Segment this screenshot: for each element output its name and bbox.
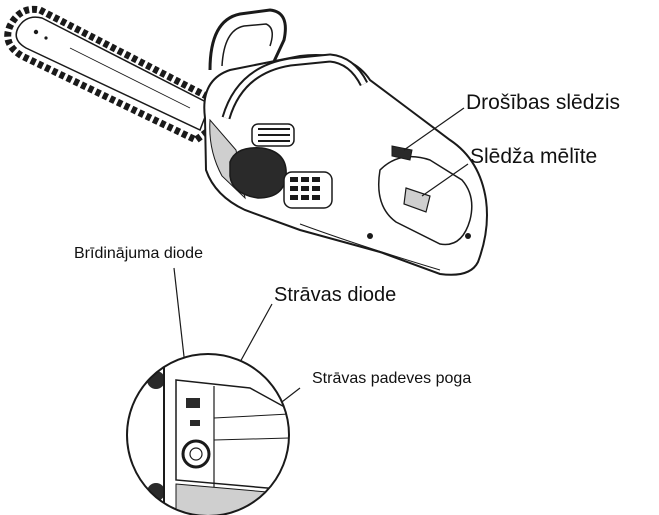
trigger-leader — [421, 163, 469, 197]
warning-led-label: Brīdinājuma diode — [74, 245, 203, 262]
lower-vent — [283, 171, 333, 209]
trigger-label: Slēdža mēlīte — [470, 145, 598, 168]
power-led-label: Strāvas diode — [274, 284, 397, 306]
power-button-label: Strāvas padeves poga — [312, 370, 472, 387]
saw-body — [203, 8, 488, 276]
safety-switch-label: Drošības slēdzis — [466, 91, 621, 114]
upper-vent — [251, 123, 295, 147]
detail-zoom — [126, 353, 290, 515]
warning-led-mark — [186, 398, 200, 408]
power-led-mark — [190, 420, 200, 426]
safety-switch-leader — [403, 107, 465, 151]
guide-bar — [4, 5, 221, 145]
